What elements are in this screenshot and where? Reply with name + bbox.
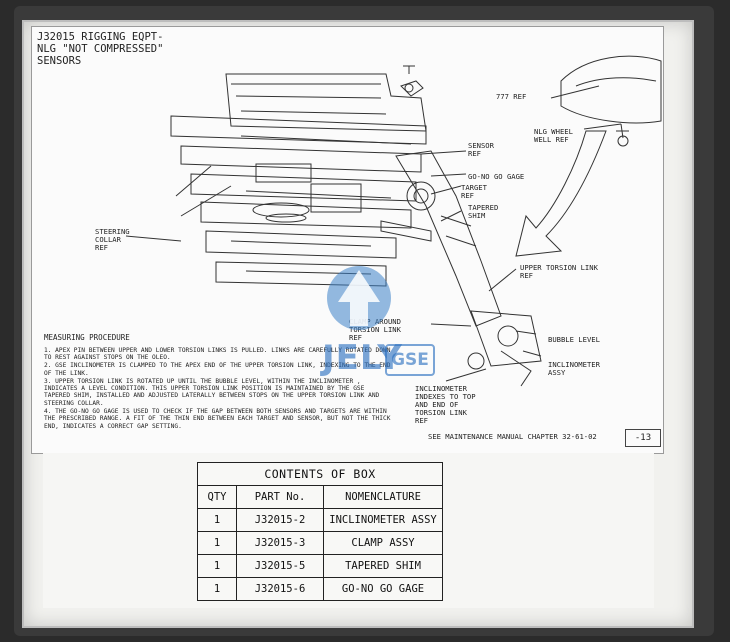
watermark-box: GSE xyxy=(385,344,435,376)
procedure-steps: 1. APEX PIN BETWEEN UPPER AND LOWER TORS… xyxy=(44,347,394,430)
cell-qty: 1 xyxy=(197,508,237,532)
callout-tapered-shim: TAPERED SHIM xyxy=(468,203,499,220)
cell-nomenclature: INCLINOMETER ASSY xyxy=(323,508,443,532)
procedure-step: 1. APEX PIN BETWEEN UPPER AND LOWER TORS… xyxy=(44,347,391,362)
manual-reference: SEE MAINTENANCE MANUAL CHAPTER 32-61-02 xyxy=(428,432,597,441)
contents-table: CONTENTS OF BOX QTY PART No. NOMENCLATUR… xyxy=(197,462,443,601)
header-qty: QTY xyxy=(197,485,237,509)
procedure-step: 2. GSE INCLINOMETER IS CLAMPED TO THE AP… xyxy=(44,362,391,377)
contents-caption: CONTENTS OF BOX xyxy=(197,462,443,486)
callout-steering-collar: STEERING COLLAR REF xyxy=(95,227,130,252)
procedure-heading: MEASURING PROCEDURE xyxy=(44,333,130,342)
cell-nomenclature: GO-NO GO GAGE xyxy=(323,577,443,601)
page-number: -13 xyxy=(625,429,661,447)
cell-nomenclature: CLAMP ASSY xyxy=(323,531,443,555)
table-row: 1 J32015-6 GO-NO GO GAGE xyxy=(197,577,443,601)
cell-part-no: J32015-5 xyxy=(236,554,324,578)
callout-bubble-level: BUBBLE LEVEL xyxy=(548,335,600,344)
callout-upper-torsion-link: UPPER TORSION LINK REF xyxy=(520,263,598,280)
callout-inclinometer-indexes: INCLINOMETER INDEXES TO TOP AND END OF T… xyxy=(415,384,476,425)
header-nomenclature: NOMENCLATURE xyxy=(323,485,443,509)
callout-777-ref: 777 REF xyxy=(496,92,527,101)
callout-inclinometer-assy: INCLINOMETER ASSY xyxy=(548,360,600,377)
procedure-step: 4. THE GO-NO GO GAGE IS USED TO CHECK IF… xyxy=(44,407,391,430)
table-row: 1 J32015-5 TAPERED SHIM xyxy=(197,554,443,578)
table-row: 1 J32015-3 CLAMP ASSY xyxy=(197,531,443,555)
watermark-globe-icon xyxy=(327,266,391,330)
cell-qty: 1 xyxy=(197,531,237,555)
cell-qty: 1 xyxy=(197,554,237,578)
cell-part-no: J32015-3 xyxy=(236,531,324,555)
cell-part-no: J32015-6 xyxy=(236,577,324,601)
table-row: 1 J32015-2 INCLINOMETER ASSY xyxy=(197,508,443,532)
landing-gear-drawing xyxy=(125,55,662,387)
callout-target-ref: TARGET REF xyxy=(461,183,487,200)
callout-sensor-ref: SENSOR REF xyxy=(468,141,494,158)
cell-part-no: J32015-2 xyxy=(236,508,324,532)
table-header-row: QTY PART No. NOMENCLATURE xyxy=(197,485,443,509)
cell-qty: 1 xyxy=(197,577,237,601)
document-title: J32015 RIGGING EQPT- NLG "NOT COMPRESSED… xyxy=(37,31,164,67)
callout-go-no-go-gage: GO-NO GO GAGE xyxy=(468,172,525,181)
procedure-step: 3. UPPER TORSION LINK IS ROTATED UP UNTI… xyxy=(44,377,380,407)
header-part-no: PART No. xyxy=(236,485,324,509)
callout-nlg-wheel-well: NLG WHEEL WELL REF xyxy=(534,127,573,144)
cell-nomenclature: TAPERED SHIM xyxy=(323,554,443,578)
